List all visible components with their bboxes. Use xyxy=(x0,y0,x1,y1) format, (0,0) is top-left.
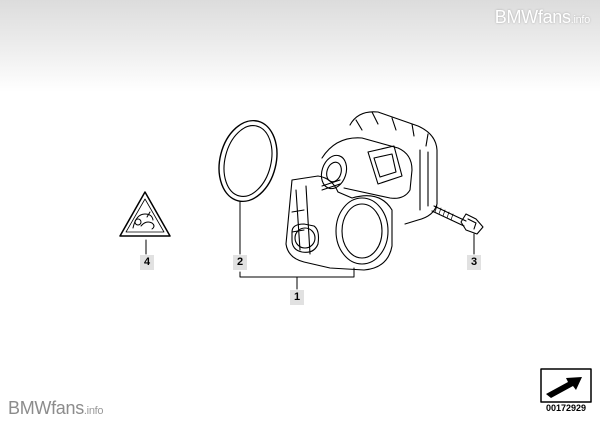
flange-ribs xyxy=(291,185,311,255)
header-gradient xyxy=(0,0,600,92)
actuator-housing-rim xyxy=(355,111,429,147)
throttle-flange xyxy=(285,175,393,271)
watermark-bottom-brand: BMWfans xyxy=(8,398,84,418)
warning-triangle-inner xyxy=(125,198,165,233)
motor-cylinder xyxy=(321,137,413,199)
watermark-bottom: BMWfans.info xyxy=(8,398,104,419)
warning-label-part xyxy=(119,191,171,237)
callout-part-2[interactable]: 2 xyxy=(233,255,247,270)
bolt-head xyxy=(460,213,484,235)
connector-socket-inner xyxy=(373,153,397,178)
bolt-thread xyxy=(434,205,454,221)
actuator-housing xyxy=(349,111,438,225)
watermark-bottom-suffix: .info xyxy=(83,405,104,417)
watermark-top: BMWfans.info xyxy=(494,7,591,28)
sensor-cap-face xyxy=(294,227,316,249)
connector-socket xyxy=(367,145,403,185)
bolt-shaft xyxy=(431,205,467,227)
warning-symbol-icon xyxy=(132,211,155,230)
motor-cylinder-end-inner xyxy=(326,161,342,183)
throttle-bore-inner xyxy=(341,203,383,259)
callout-part-3[interactable]: 3 xyxy=(467,255,481,270)
warning-triangle-icon xyxy=(119,191,171,237)
watermark-top-brand: BMWfans xyxy=(494,7,571,27)
watermark-top-suffix: .info xyxy=(570,14,591,26)
bracket-part-1 xyxy=(239,267,355,278)
leader-lines xyxy=(145,201,475,290)
gasket-ring-outer xyxy=(218,119,278,203)
gasket-ring-part xyxy=(218,119,278,203)
gasket-ring-inner xyxy=(223,125,273,197)
callout-part-4[interactable]: 4 xyxy=(140,255,154,270)
throttle-body-part xyxy=(285,111,438,271)
sensor-cap xyxy=(291,223,320,253)
mounting-stud xyxy=(321,179,341,191)
throttle-bore-outer xyxy=(335,197,389,265)
hex-bolt-part xyxy=(431,205,484,235)
document-number: 00172929 xyxy=(545,403,587,413)
actuator-housing-side xyxy=(419,149,429,211)
document-arrow-icon xyxy=(540,368,592,403)
bolt-head-face xyxy=(467,218,477,230)
callout-part-1[interactable]: 1 xyxy=(290,290,304,305)
